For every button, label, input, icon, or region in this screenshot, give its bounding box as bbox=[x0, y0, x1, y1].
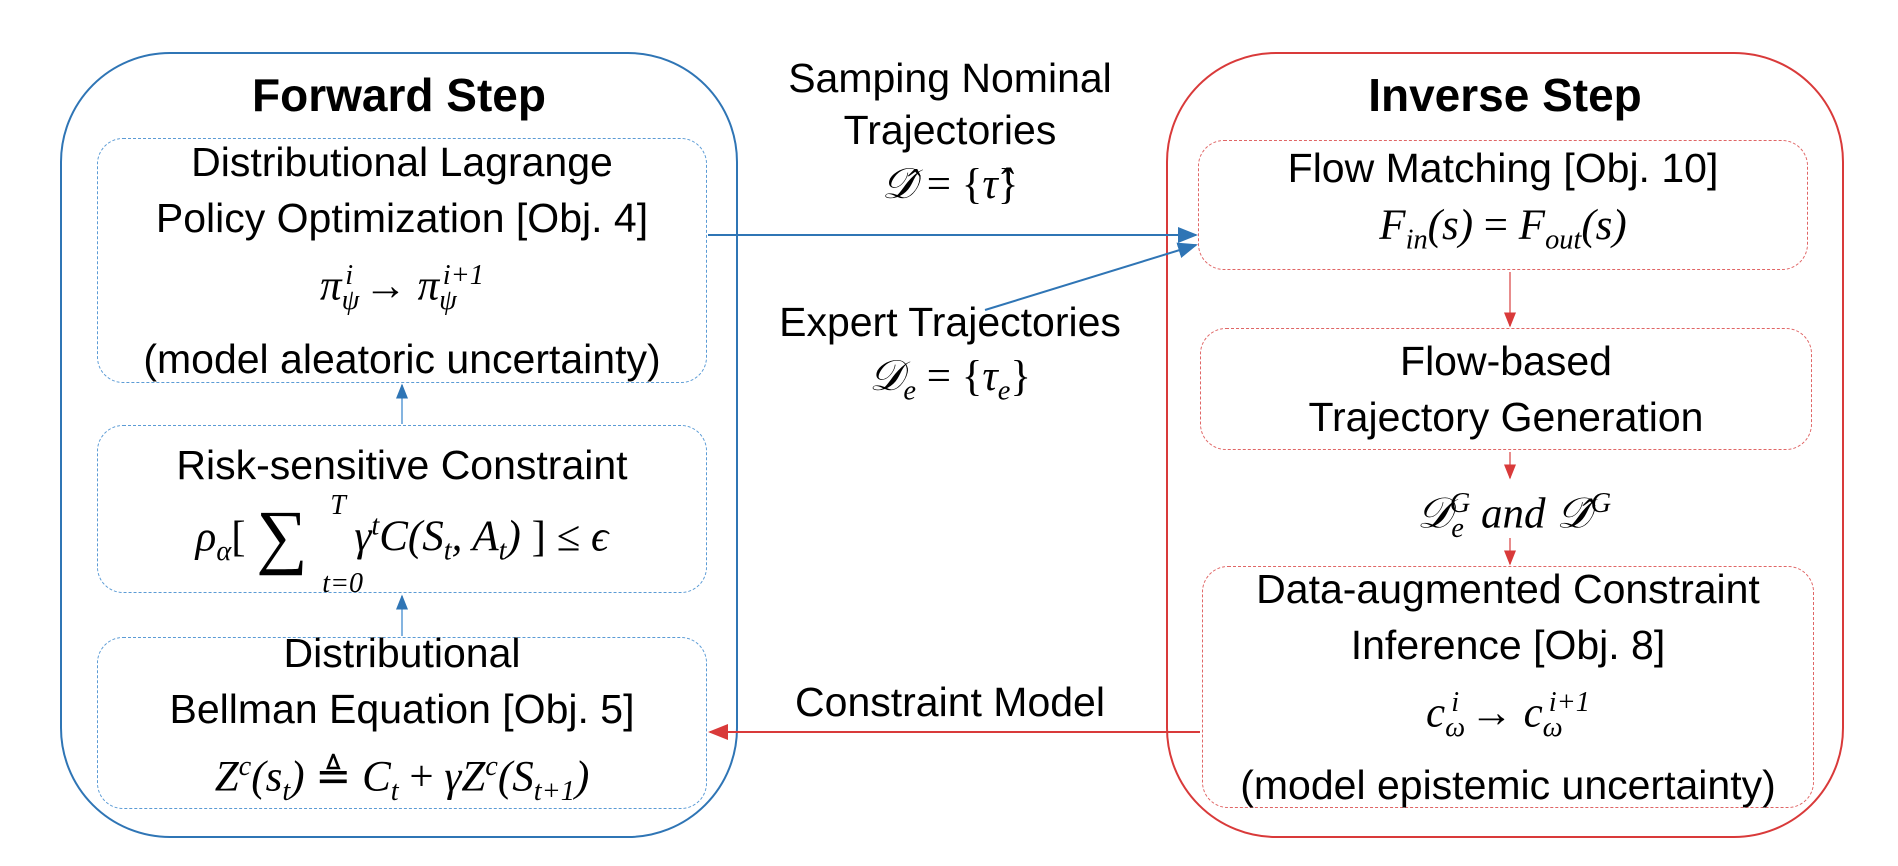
inverse-step-panel bbox=[1166, 52, 1844, 838]
risk-title: Risk-sensitive Constraint bbox=[176, 441, 628, 488]
inverse-step-title: Inverse Step bbox=[1368, 69, 1642, 121]
dlpo-line2: Policy Optimization [Obj. 4] bbox=[155, 195, 649, 242]
expert-line1: Expert Trajectories bbox=[779, 299, 1121, 345]
dlpo-line1: Distributional Lagrange bbox=[191, 139, 613, 186]
expert-formula: 𝒟e = {τe} bbox=[869, 353, 1031, 407]
constraint-model-label: Constraint Model bbox=[795, 679, 1105, 725]
dlpo-box: Distributional Lagrange Policy Optimizat… bbox=[97, 138, 707, 383]
sampling-formula: 𝒟̂ = {τ̂} bbox=[881, 161, 1019, 208]
dci-line2: Inference [Obj. 8] bbox=[1350, 621, 1666, 668]
bellman-line2: Bellman Equation [Obj. 5] bbox=[169, 685, 635, 732]
constraint-update-formula: cωi → cωi+1 bbox=[1426, 686, 1590, 743]
bellman-box: Distributional Bellman Equation [Obj. 5]… bbox=[97, 630, 707, 809]
expert-arrow bbox=[984, 242, 1198, 311]
dci-line1: Data-augmented Constraint bbox=[1256, 565, 1760, 612]
flow-matching-title: Flow Matching [Obj. 10] bbox=[1287, 144, 1719, 191]
sampling-line2: Trajectories bbox=[843, 107, 1057, 153]
forward-step-title: Forward Step bbox=[252, 69, 546, 121]
expert-label: Expert Trajectories 𝒟e = {τe} bbox=[745, 296, 1155, 421]
sampling-label: Samping Nominal Trajectories 𝒟̂ = {τ̂} bbox=[745, 52, 1155, 214]
augmented-data-label: 𝒟eG and 𝒟̂G bbox=[1416, 488, 1612, 544]
forward-step-panel bbox=[60, 52, 738, 838]
flow-gen-line1: Flow-based bbox=[1400, 338, 1612, 384]
bellman-formula: Zc(st) ≜ Ct + γZc(St+1) bbox=[214, 750, 590, 807]
flow-gen-line2: Trajectory Generation bbox=[1308, 394, 1704, 440]
policy-update-formula: πψi → πψi+1 bbox=[320, 260, 484, 316]
flow-matching-formula: Fin(s) = Fout(s) bbox=[1379, 201, 1627, 256]
dci-note: (model epistemic uncertainty) bbox=[1240, 762, 1776, 809]
sampling-line1: Samping Nominal bbox=[788, 55, 1112, 101]
bellman-line1: Distributional bbox=[283, 629, 521, 676]
flow-matching-box: Flow Matching [Obj. 10] Fin(s) = Fout(s) bbox=[1198, 140, 1808, 270]
flow-gen-box: Flow-based Trajectory Generation bbox=[1200, 328, 1812, 450]
dci-box: Data-augmented Constraint Inference [Obj… bbox=[1202, 566, 1814, 808]
dlpo-note: (model aleatoric uncertainty) bbox=[143, 335, 661, 382]
